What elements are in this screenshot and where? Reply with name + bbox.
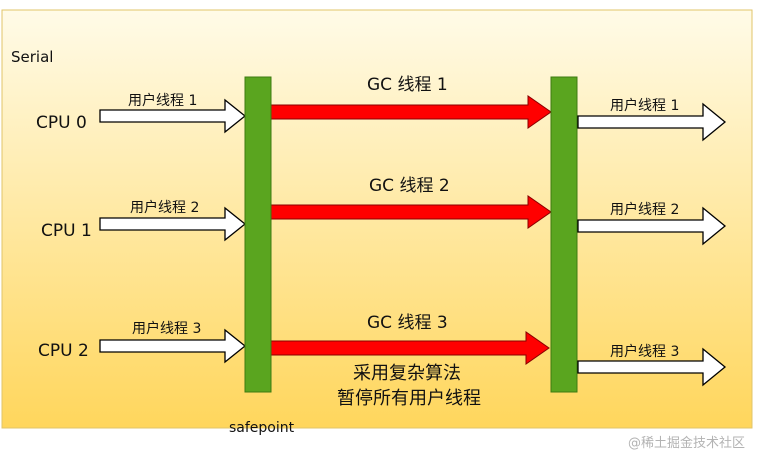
user-thread-arrow-right-0 xyxy=(577,102,727,142)
user-thread-label-right-0: 用户线程 1 xyxy=(610,97,679,114)
diagram-title: Serial xyxy=(11,48,53,66)
user-thread-arrow-left-2 xyxy=(99,328,247,364)
safepoint-bar-left xyxy=(244,76,272,393)
user-thread-arrow-right-2 xyxy=(577,347,727,387)
user-thread-arrow-left-0 xyxy=(99,98,247,134)
gc-thread-arrow-0 xyxy=(270,95,552,129)
gc-thread-arrow-2 xyxy=(270,331,550,365)
safepoint-label: safepoint xyxy=(229,420,295,436)
user-thread-label-right-1: 用户线程 2 xyxy=(610,201,679,218)
user-thread-label-left-2: 用户线程 3 xyxy=(132,320,201,337)
safepoint-bar-right xyxy=(550,76,578,393)
cpu-label-1: CPU 1 xyxy=(41,221,92,241)
cpu-label-0: CPU 0 xyxy=(36,113,87,133)
gc-thread-label-1: GC 线程 2 xyxy=(369,176,450,196)
watermark: @稀土掘金技术社区 xyxy=(628,435,745,451)
gc-thread-label-0: GC 线程 1 xyxy=(367,75,448,95)
user-thread-label-right-2: 用户线程 3 xyxy=(610,343,679,360)
user-thread-arrow-left-1 xyxy=(99,206,247,242)
gc-thread-label-2: GC 线程 3 xyxy=(367,313,448,333)
user-thread-label-left-0: 用户线程 1 xyxy=(128,92,197,109)
user-thread-label-left-1: 用户线程 2 xyxy=(130,199,199,216)
note-line-2: 暂停所有用户线程 xyxy=(337,388,481,409)
note-line-1: 采用复杂算法 xyxy=(353,363,461,384)
user-thread-arrow-right-1 xyxy=(577,206,727,246)
gc-thread-arrow-1 xyxy=(270,195,552,229)
cpu-label-2: CPU 2 xyxy=(38,341,89,361)
